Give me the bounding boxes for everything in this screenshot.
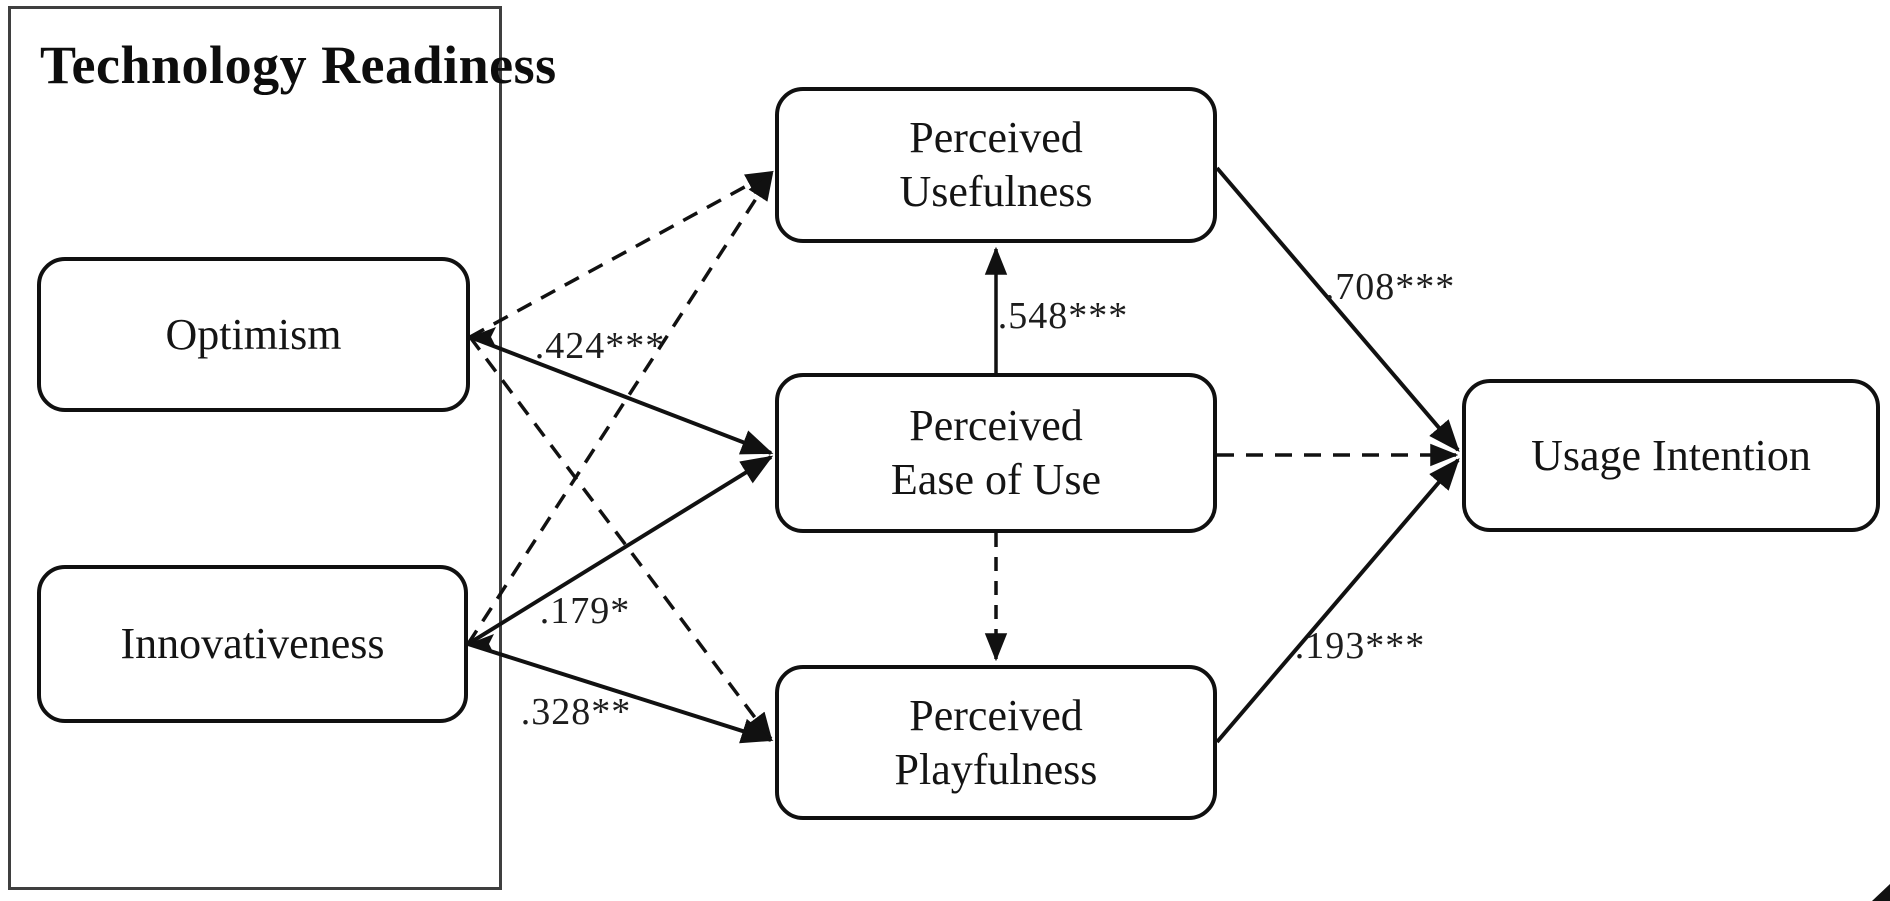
- node-perceived-usefulness-line2: Usefulness: [899, 167, 1093, 216]
- node-optimism-label: Optimism: [165, 309, 342, 359]
- node-usage-intention-label: Usage Intention: [1531, 430, 1811, 480]
- node-perceived-playfulness: Perceived Playfulness: [775, 665, 1217, 820]
- node-optimism: Optimism: [37, 257, 470, 412]
- node-perceived-playfulness-line2: Playfulness: [894, 744, 1098, 794]
- node-perceived-usefulness: Perceived Usefulness: [775, 87, 1217, 243]
- coef-optimism-easeofuse: .424***: [534, 325, 666, 367]
- path-innovativeness-usefulness: [466, 172, 774, 645]
- group-title: Technology Readiness: [40, 35, 557, 95]
- node-innovativeness-label: Innovativeness: [120, 619, 385, 669]
- node-innovativeness: Innovativeness: [37, 565, 468, 723]
- coef-easeofuse-usefulness: .548***: [997, 295, 1129, 337]
- coef-innovativeness-playfulness: .328**: [520, 691, 632, 733]
- node-perceived-ease-of-use-line2: Ease of Use: [890, 455, 1102, 504]
- path-optimism-usefulness: [469, 170, 774, 339]
- coef-innovativeness-easeofuse: .179*: [539, 590, 631, 632]
- node-perceived-playfulness-line1: Perceived: [909, 690, 1083, 740]
- corner-artifact: [1872, 884, 1890, 901]
- path-usefulness-usageintention: [1215, 166, 1460, 452]
- technology-readiness-group-box: [8, 6, 502, 890]
- node-usage-intention: Usage Intention: [1462, 379, 1880, 532]
- path-playfulness-usageintention: [1215, 458, 1460, 744]
- coef-usefulness-usageintention: .708***: [1324, 266, 1456, 308]
- node-perceived-ease-of-use-line1: Perceived: [909, 401, 1083, 451]
- node-perceived-usefulness-line1: Perceived: [909, 113, 1083, 163]
- path-optimism-playfulness: [468, 335, 773, 741]
- node-perceived-ease-of-use: Perceived Ease of Use: [775, 373, 1217, 533]
- coef-playfulness-usageintention: .193***: [1294, 625, 1426, 667]
